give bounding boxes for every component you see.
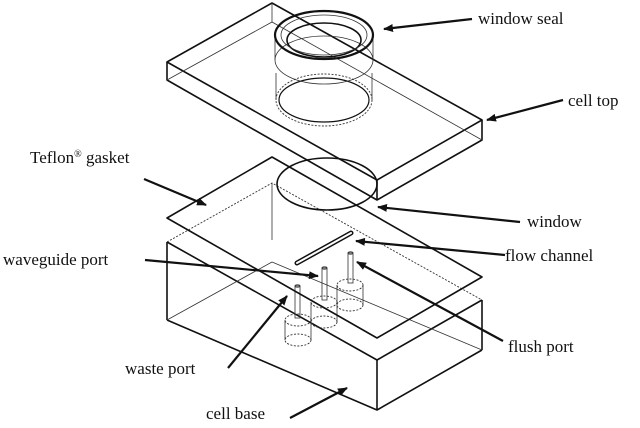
flush-port-arrow <box>356 261 504 342</box>
cell-top-arrow <box>486 98 564 122</box>
label-teflon-gasket: Teflon® gasket <box>30 148 130 167</box>
flow-channel-arrow <box>355 237 506 257</box>
gasket-arrow <box>143 177 207 207</box>
label-waste-port: waste port <box>125 359 196 378</box>
waste-port-arrow <box>227 295 288 369</box>
window-arrow <box>377 203 521 224</box>
label-window-seal: window seal <box>478 9 564 28</box>
flush-port <box>336 251 364 312</box>
window <box>276 157 378 211</box>
cell-top <box>166 2 483 201</box>
label-flow-channel: flow channel <box>505 246 594 265</box>
label-waveguide-port: waveguide port <box>3 250 109 269</box>
window-seal <box>273 9 375 85</box>
flow-channel <box>294 230 354 266</box>
window-seal-arrow <box>383 17 473 32</box>
label-cell-top: cell top <box>568 91 619 110</box>
label-flush-port: flush port <box>508 337 574 356</box>
cell-base <box>166 182 483 411</box>
cell-base-arrow <box>289 387 348 419</box>
teflon-gasket <box>166 156 483 339</box>
label-cell-base: cell base <box>206 404 265 423</box>
label-window: window <box>527 212 583 231</box>
waveguide-port-arrow <box>144 258 319 280</box>
